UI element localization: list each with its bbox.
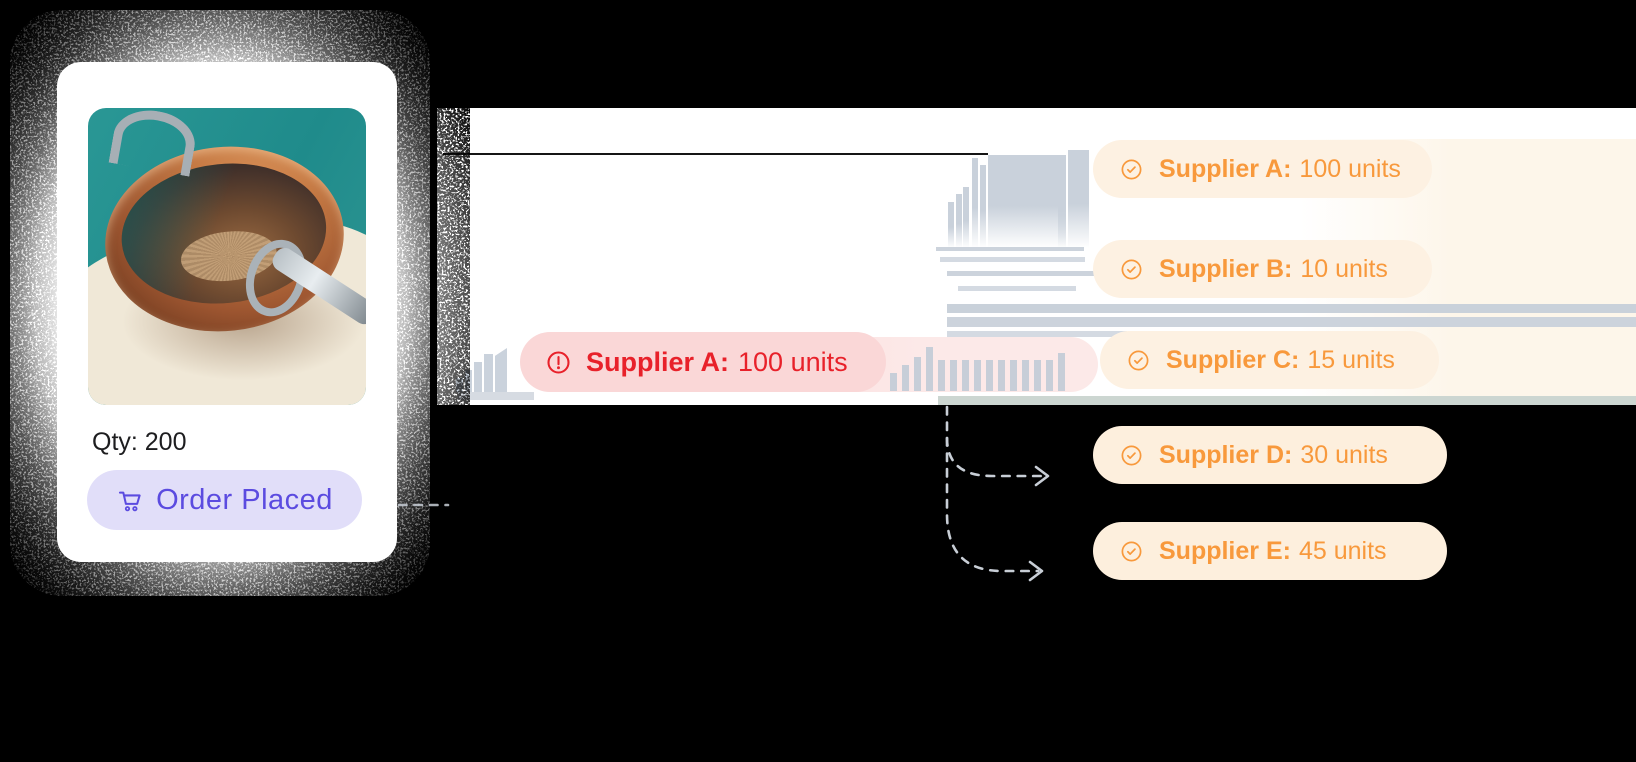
- supplier-pill-label: Supplier A:: [1159, 154, 1292, 183]
- alert-pill-value: 100 units: [738, 346, 848, 377]
- order-placed-label: Order Placed: [156, 483, 333, 516]
- check-circle-icon: [1127, 349, 1150, 372]
- alert-circle-icon: [546, 350, 571, 375]
- check-circle-icon: [1120, 158, 1143, 181]
- pan-handle-left: [108, 108, 200, 178]
- supplier-pill-value: 10 units: [1300, 254, 1388, 283]
- supplier-pill-value: 30 units: [1300, 440, 1388, 469]
- supplier-pill-e[interactable]: Supplier E: 45 units: [1093, 522, 1447, 580]
- divider-line: [443, 153, 988, 155]
- check-circle-icon: [1120, 258, 1143, 281]
- bottom-stripe: [938, 396, 1636, 405]
- order-placed-button[interactable]: Order Placed: [87, 470, 362, 530]
- alert-supplier-pill[interactable]: Supplier A: 100 units: [520, 332, 886, 392]
- supplier-pill-label: Supplier D:: [1159, 440, 1293, 469]
- check-circle-icon: [1120, 540, 1143, 563]
- supplier-pill-a[interactable]: Supplier A: 100 units: [1093, 140, 1432, 198]
- supplier-pill-b[interactable]: Supplier B: 10 units: [1093, 240, 1432, 298]
- supplier-pill-label: Supplier C:: [1166, 345, 1300, 374]
- shopping-cart-icon: [116, 487, 143, 514]
- supplier-pill-label: Supplier E:: [1159, 536, 1291, 565]
- supplier-pill-label: Supplier B:: [1159, 254, 1293, 283]
- equalizer-bars: [890, 347, 1080, 391]
- qty-label: Qty: 200: [92, 428, 187, 456]
- product-photo: [88, 108, 366, 405]
- supplier-pill-d[interactable]: Supplier D: 30 units: [1093, 426, 1447, 484]
- supplier-pill-value: 15 units: [1307, 345, 1395, 374]
- alert-pill-label: Supplier A:: [586, 346, 730, 377]
- supplier-pill-value: 45 units: [1298, 536, 1387, 565]
- supplier-pill-value: 100 units: [1299, 154, 1401, 183]
- check-circle-icon: [1120, 444, 1143, 467]
- supplier-pill-c[interactable]: Supplier C: 15 units: [1100, 331, 1439, 389]
- skyline-base: [458, 392, 534, 400]
